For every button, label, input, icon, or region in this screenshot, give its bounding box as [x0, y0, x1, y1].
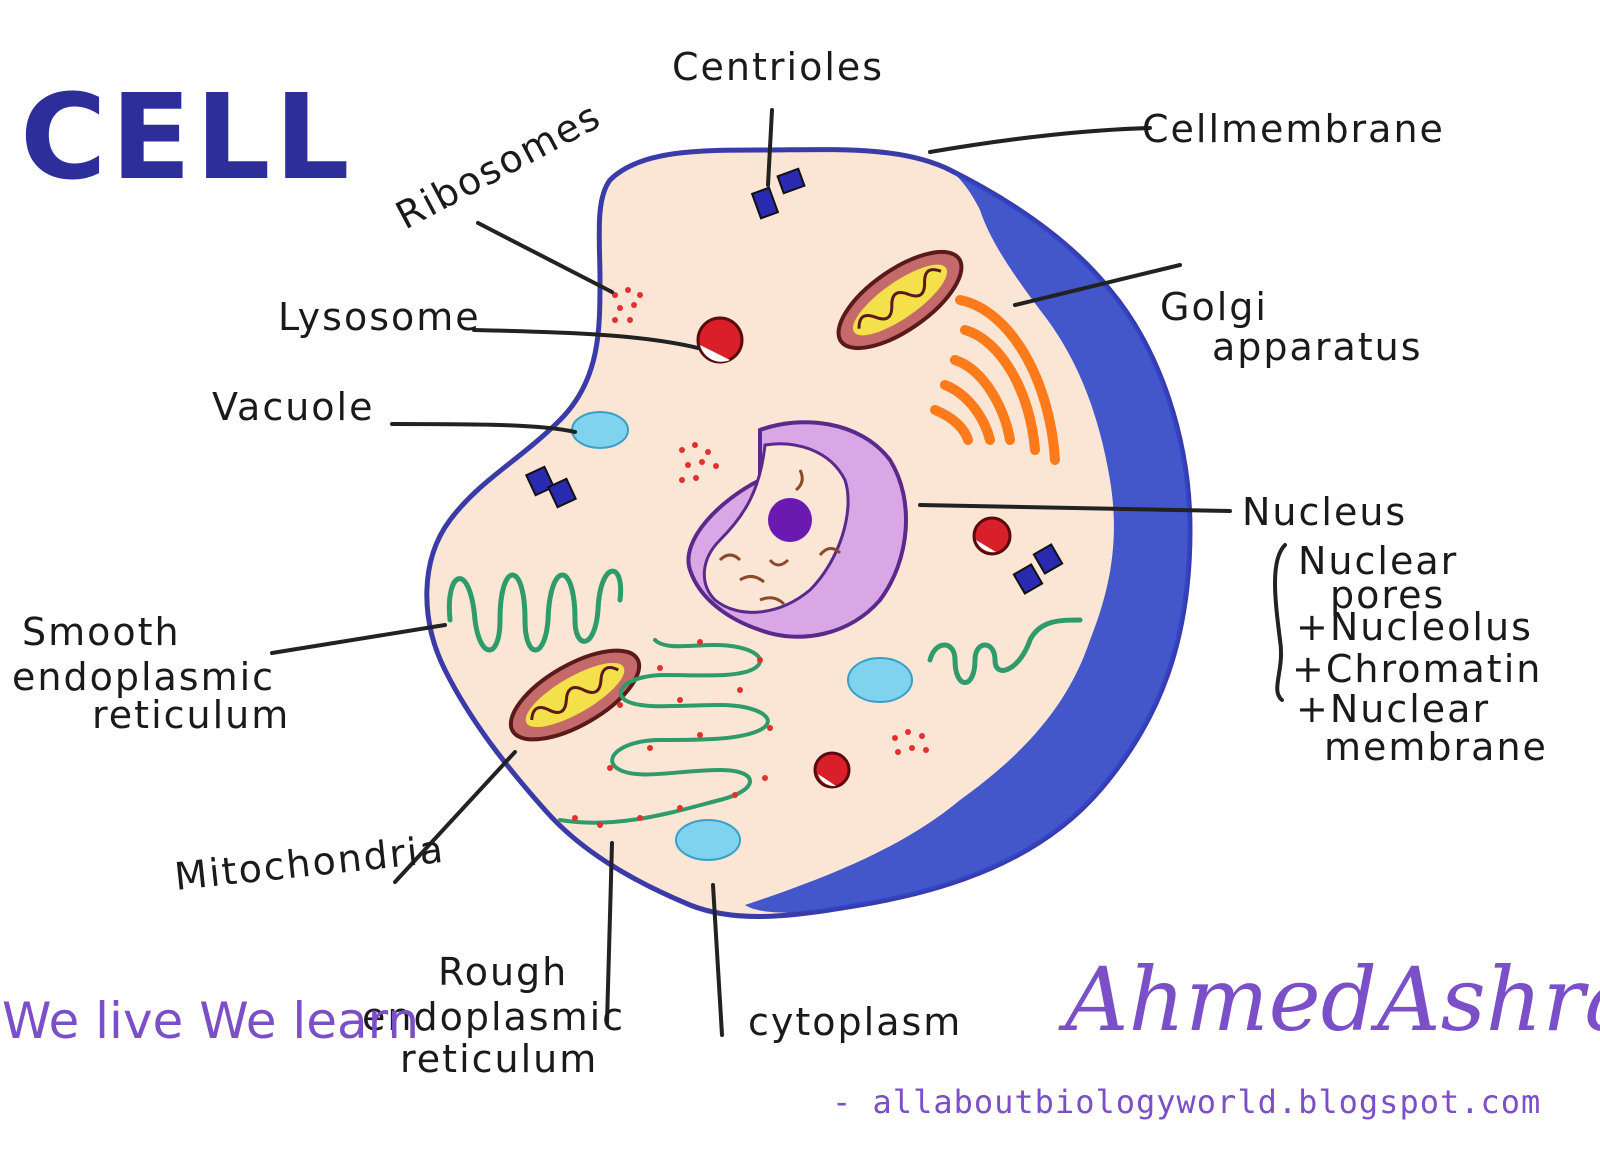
label-nucleus-part-5: +Nuclear	[1296, 687, 1490, 731]
label-nucleus: Nucleus	[1242, 490, 1407, 534]
label-nucleus-part-2: pores	[1330, 573, 1445, 617]
label-smooth-er-line3: reticulum	[92, 693, 290, 737]
ribosome-cluster-low	[892, 729, 929, 755]
label-lysosome: Lysosome	[278, 295, 481, 339]
lysosome-right	[972, 516, 1012, 556]
label-nucleus-part-1: Nuclear	[1298, 539, 1458, 583]
golgi-apparatus	[930, 295, 1060, 465]
mitochondrion-top	[836, 249, 964, 351]
source-url: - allaboutbiologyworld.blogspot.com	[832, 1083, 1541, 1121]
label-smooth-er-line1: Smooth	[22, 610, 181, 654]
chromatin	[718, 469, 842, 606]
centriole-top	[750, 167, 806, 220]
label-ribosomes: Ribosomes	[389, 93, 609, 238]
label-rough-er-line1: Rough	[438, 950, 568, 994]
smooth-er	[446, 568, 624, 653]
vacuole-mid	[847, 657, 913, 703]
mitochondrion-bottom	[508, 648, 642, 742]
centriole-right	[1012, 543, 1064, 595]
rough-er	[558, 638, 773, 828]
lysosome-top	[696, 316, 744, 364]
label-golgi-line1: Golgi	[1160, 285, 1268, 329]
label-mitochondria: Mitochondria	[172, 827, 447, 899]
signature: AhmedAshraf	[1058, 948, 1600, 1051]
label-vacuole: Vacuole	[212, 385, 375, 429]
label-nucleus-part-6: membrane	[1324, 725, 1548, 769]
vacuole-left	[571, 411, 629, 449]
label-nucleus-part-4: +Chromatin	[1292, 647, 1542, 691]
label-cytoplasm: cytoplasm	[748, 1000, 962, 1044]
smooth-er-right	[927, 617, 1083, 685]
label-smooth-er-line2: endoplasmic	[12, 655, 275, 699]
labels: Centrioles Cellmembrane Ribosomes Lysoso…	[12, 45, 1548, 1081]
ribosome-cluster-mid	[679, 442, 719, 483]
nucleolus	[768, 498, 812, 542]
label-centrioles: Centrioles	[672, 45, 884, 89]
label-golgi-line2: apparatus	[1212, 325, 1423, 369]
label-rough-er-line3: reticulum	[400, 1037, 598, 1081]
label-cell-membrane: Cellmembrane	[1142, 107, 1445, 151]
ribosome-cluster-top	[612, 287, 643, 323]
lysosome-low	[813, 751, 851, 789]
vacuole-low	[675, 819, 741, 861]
centriole-left	[524, 465, 578, 509]
nucleus	[686, 420, 908, 639]
label-rough-er-line2: endoplasmic	[362, 995, 625, 1039]
leader-lines	[270, 108, 1287, 1037]
cell-membrane-thick	[745, 170, 1190, 913]
motto: We live We learn	[2, 992, 419, 1050]
diagram-title: CELL	[20, 68, 354, 206]
label-nucleus-part-3: +Nucleolus	[1296, 605, 1533, 649]
